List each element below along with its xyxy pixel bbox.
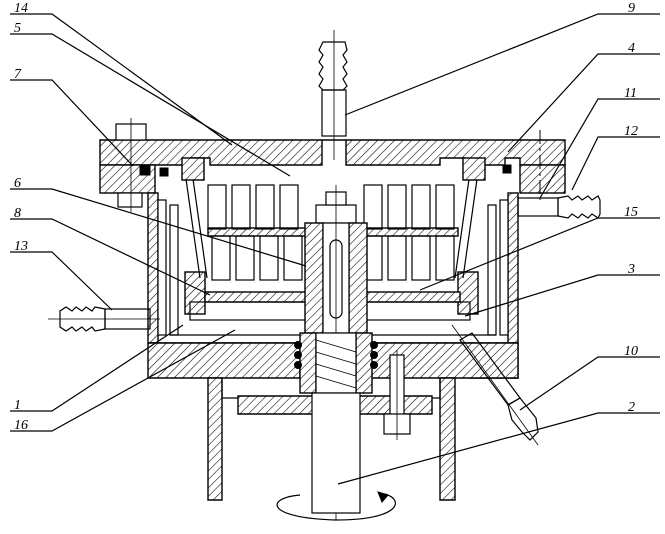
lid-cover [100, 140, 565, 193]
label-7: 7 [14, 67, 22, 82]
right-side-fitting [518, 196, 600, 218]
label-2: 2 [628, 400, 635, 415]
label-10: 10 [624, 344, 638, 359]
label-9: 9 [628, 1, 635, 16]
label-15: 15 [624, 205, 638, 220]
label-11: 11 [624, 86, 637, 101]
left-side-fitting [48, 307, 160, 331]
label-14: 14 [14, 1, 28, 16]
label-6: 6 [14, 176, 21, 191]
label-3: 3 [627, 262, 635, 277]
label-1: 1 [14, 398, 21, 413]
label-12: 12 [624, 124, 638, 139]
label-13: 13 [14, 239, 28, 254]
label-5: 5 [14, 21, 21, 36]
label-16: 16 [14, 418, 28, 433]
label-8: 8 [14, 206, 21, 221]
label-4: 4 [628, 41, 635, 56]
